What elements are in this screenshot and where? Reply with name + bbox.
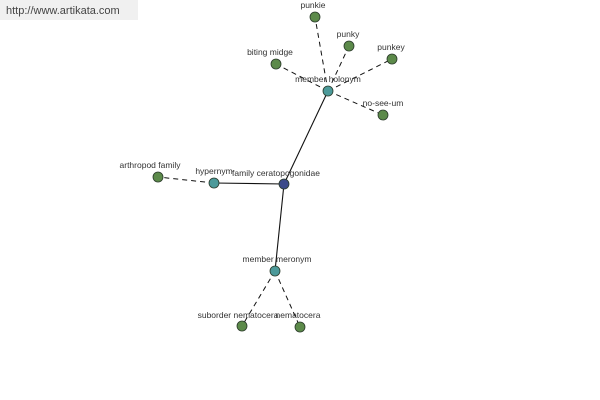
edge-hypernym-arthropod-family — [157, 176, 215, 184]
label-no-see-um: no-see-um — [363, 98, 404, 108]
graph-labels: family ceratopogonidae member holonym punk… — [120, 0, 406, 320]
label-biting-midge: biting midge — [247, 47, 293, 57]
node-biting-midge[interactable] — [270, 58, 282, 70]
node-no-see-um[interactable] — [377, 109, 389, 121]
label-suborder-nematocera: suborder nematocera — [198, 310, 279, 320]
node-nematocera[interactable] — [294, 321, 306, 333]
edge-member-meronym-nematocera — [274, 270, 301, 328]
node-arthropod-family[interactable] — [152, 171, 164, 183]
edge-member-holonym-punky — [327, 45, 350, 92]
label-punkie: punkie — [300, 0, 325, 10]
url-watermark[interactable]: http://www.artikata.com — [0, 0, 138, 20]
edge-member-meronym-suborder-nematocera — [241, 270, 276, 327]
label-member-holonym: member holonym — [295, 74, 361, 84]
label-hypernym: hypernym — [195, 166, 232, 176]
graph-edges — [157, 16, 393, 328]
edge-member-holonym-biting-midge — [275, 63, 329, 92]
node-member-meronym[interactable] — [269, 265, 281, 277]
node-member-holonym[interactable] — [322, 85, 334, 97]
label-punky: punky — [337, 29, 360, 39]
node-punkie[interactable] — [309, 11, 321, 23]
label-member-meronym: member meronym — [243, 254, 312, 264]
node-suborder-nematocera[interactable] — [236, 320, 248, 332]
node-family-ceratopogonidae[interactable] — [278, 178, 290, 190]
node-punky[interactable] — [343, 40, 355, 52]
edge-center-hypernym — [213, 182, 285, 185]
graph-nodes — [152, 11, 398, 333]
edge-center-member-meronym — [274, 183, 285, 272]
label-family-ceratopogonidae: family ceratopogonidae — [232, 168, 320, 178]
edge-center-member-holonym — [283, 90, 329, 185]
node-hypernym[interactable] — [208, 177, 220, 189]
node-punkey[interactable] — [386, 53, 398, 65]
label-nematocera: nematocera — [276, 310, 321, 320]
label-punkey: punkey — [377, 42, 405, 52]
edge-member-holonym-no-see-um — [327, 90, 384, 116]
edge-member-holonym-punkey — [327, 58, 393, 92]
edge-member-holonym-punkie — [314, 16, 329, 92]
label-arthropod-family: arthropod family — [120, 160, 182, 170]
